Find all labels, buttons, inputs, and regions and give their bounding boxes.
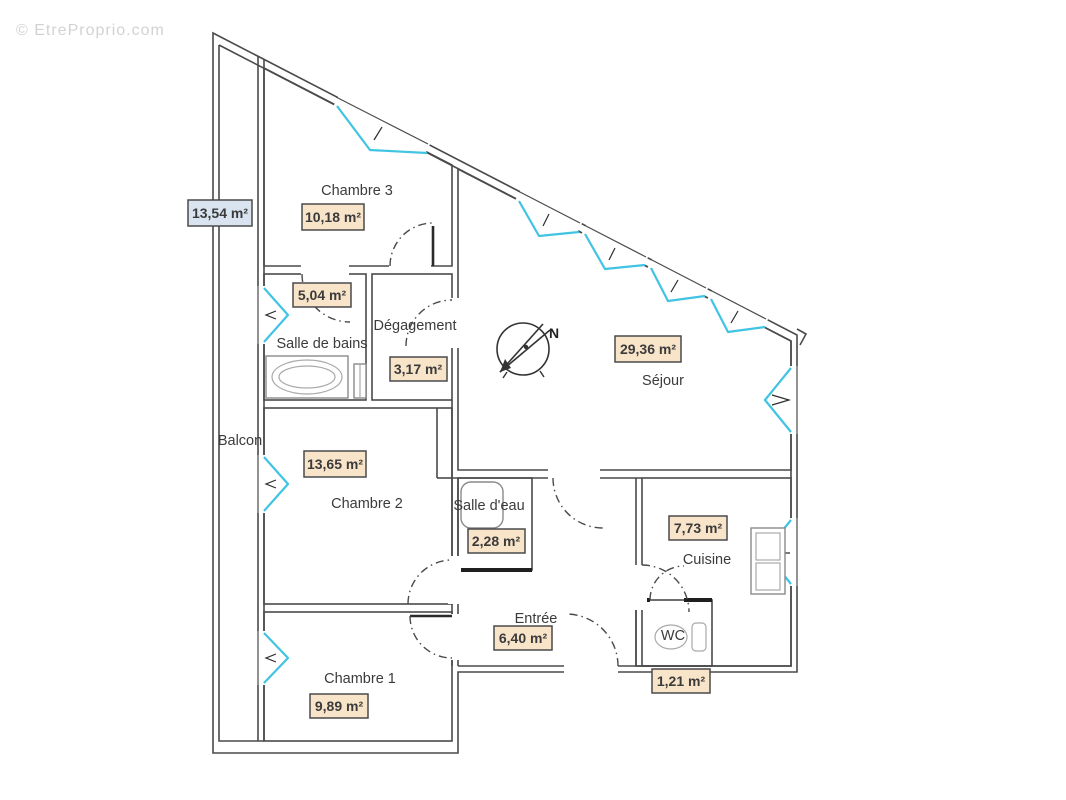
area-cuisine: 7,73 m² [674, 520, 723, 536]
area-chambre3: 10,18 m² [305, 209, 361, 225]
compass-center-dot [523, 344, 529, 350]
area-wc: 1,21 m² [657, 673, 706, 689]
label-chambre1: Chambre 1 [324, 671, 396, 687]
label-salle-deau: Salle d'eau [453, 498, 524, 514]
watermark: © EtreProprio.com [16, 22, 165, 39]
door-degagement [405, 298, 461, 348]
label-wc: WC [661, 628, 685, 644]
door-cuisine [630, 564, 690, 613]
area-degagement: 3,17 m² [394, 361, 443, 377]
window-sejour-roof-2 [580, 222, 650, 271]
areabox-entree [493, 625, 553, 651]
door-salle-de-bains [301, 262, 351, 323]
door-wc [649, 565, 685, 601]
toilet [654, 622, 707, 652]
door-sejour-entree [548, 465, 604, 529]
areabox-salle-deau [467, 528, 526, 554]
doors [301, 222, 690, 677]
window-chambre3-roof [332, 94, 432, 155]
window-sejour-right [763, 366, 800, 434]
label-cuisine: Cuisine [683, 552, 731, 568]
labels: Balcon 13,54 m² Chambre 3 10,18 m² 5,04 … [187, 183, 731, 719]
label-degagement: Dégagement [373, 318, 456, 334]
label-chambre3: Chambre 3 [321, 183, 393, 199]
fixtures [265, 355, 786, 652]
compass-arrowhead [500, 359, 511, 372]
areabox-degagement [389, 356, 448, 382]
door-chambre3 [389, 222, 435, 271]
door-chambre1 [409, 614, 461, 660]
compass-tick-1 [502, 371, 508, 379]
areabox-chambre1 [309, 693, 369, 719]
areabox-wc [651, 668, 711, 694]
area-salle-deau: 2,28 m² [472, 533, 521, 549]
area-salle-de-bains: 5,04 m² [298, 287, 347, 303]
areabox-chambre3 [301, 203, 365, 231]
label-salle-de-bains: Salle de bains [276, 336, 367, 352]
label-chambre2: Chambre 2 [331, 496, 403, 512]
kitchen-sink [750, 527, 786, 595]
compass-tick-2 [539, 370, 545, 378]
shower [460, 481, 504, 529]
compass-circle [496, 322, 550, 376]
inner-left-wall [218, 45, 264, 742]
bathtub [265, 355, 349, 399]
area-chambre1: 9,89 m² [315, 698, 364, 714]
roof-end-cap [796, 328, 808, 346]
label-balcon: Balcon [218, 433, 262, 449]
window-sejour-roof-1 [514, 188, 584, 238]
outer-wall-outline [212, 31, 798, 754]
area-sejour: 29,36 m² [620, 341, 676, 357]
window-chambre2 [254, 455, 290, 513]
areabox-salle-de-bains [292, 282, 352, 308]
window-chambre1 [254, 631, 290, 685]
radiator [353, 363, 367, 399]
areabox-cuisine [668, 515, 728, 541]
window-salle-de-bains [254, 286, 290, 344]
windows [254, 94, 800, 685]
label-sejour: Séjour [642, 373, 684, 389]
compass-north-label: N [549, 325, 559, 341]
room-chambre3-outline [263, 66, 453, 267]
area-balcon: 13,54 m² [192, 205, 248, 221]
window-sejour-roof-4 [706, 287, 770, 334]
area-entree: 6,40 m² [499, 630, 548, 646]
areabox-sejour [614, 335, 682, 363]
areabox-chambre2 [303, 450, 367, 478]
window-sejour-roof-3 [646, 256, 710, 303]
door-front-entrance [564, 613, 619, 677]
compass: N [496, 322, 559, 379]
areabox-balcon [187, 199, 253, 227]
door-chambre2 [407, 556, 461, 605]
area-chambre2: 13,65 m² [307, 456, 363, 472]
room-sejour-outline [457, 167, 792, 471]
label-entree: Entrée [515, 611, 558, 627]
